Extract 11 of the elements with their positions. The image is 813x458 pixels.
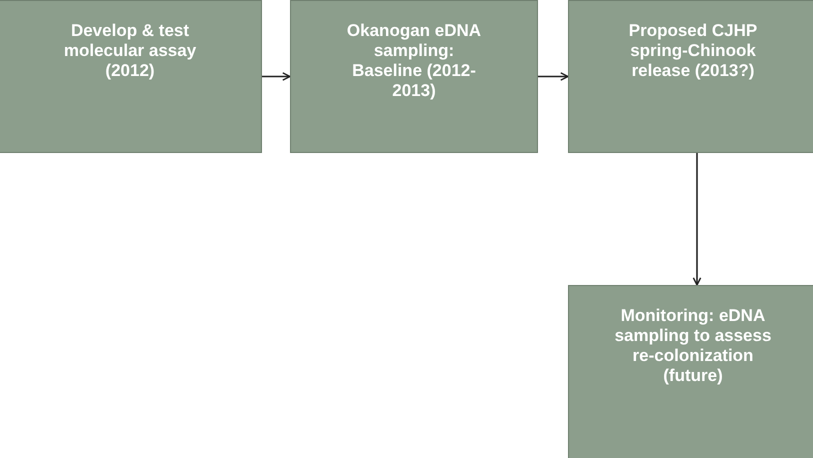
box-label: Develop & test molecular assay (2012) bbox=[62, 21, 198, 81]
process-box bbox=[290, 0, 538, 153]
arrow bbox=[262, 72, 291, 81]
process-box bbox=[0, 0, 262, 153]
box-label: Proposed CJHP spring-Chinook release (2013?) bbox=[628, 21, 758, 81]
process-box bbox=[568, 0, 813, 153]
arrow bbox=[538, 72, 569, 81]
box-label: Monitoring: eDNA sampling to assess re-colonization (future) bbox=[614, 306, 772, 386]
arrow bbox=[692, 153, 702, 286]
box-label: Okanogan eDNA sampling: Baseline (2012-2013) bbox=[346, 21, 482, 101]
process-box bbox=[568, 285, 813, 458]
